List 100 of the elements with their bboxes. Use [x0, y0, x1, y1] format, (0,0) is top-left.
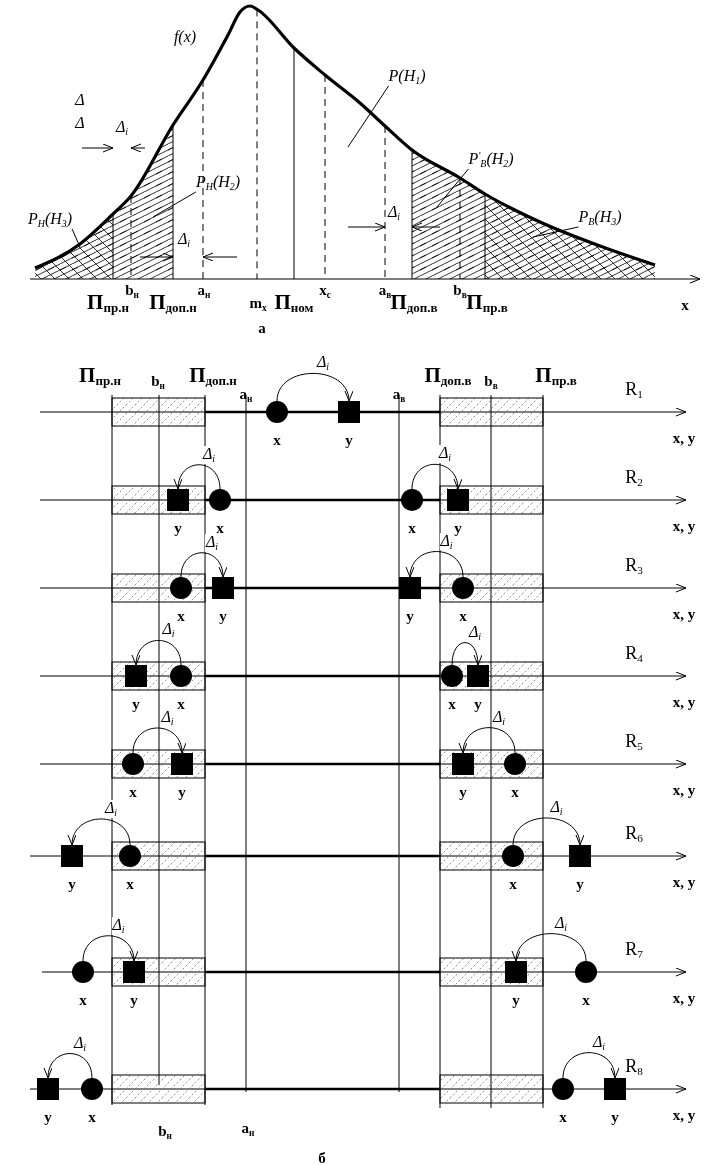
row-label: R$_{5}$	[625, 731, 643, 753]
row-label: R$_{1}$	[625, 379, 643, 401]
square-marker	[447, 489, 469, 511]
edge-label: Δ$_{i}$	[315, 354, 331, 373]
axis-label: П$_{пр.в}$	[466, 291, 508, 315]
point-label: x	[582, 992, 590, 1008]
leader-line	[436, 168, 469, 208]
leader-line	[347, 85, 390, 148]
point-label: x	[216, 520, 224, 536]
probability-label: P$_{В}$(H$_{3}$)	[578, 209, 622, 227]
axis-label: П$_{доп.н}$	[189, 364, 237, 388]
edge-label: Δ$_{i}$	[437, 445, 453, 464]
row-label: R$_{3}$	[625, 555, 643, 577]
arrow	[276, 372, 352, 402]
row-label: R$_{6}$	[625, 823, 643, 845]
curve-label: f(x)	[173, 29, 197, 45]
leader-line	[71, 228, 81, 248]
axis-label: П$_{доп.н}$	[149, 291, 197, 315]
point-label: y	[132, 696, 140, 712]
arrow	[132, 727, 186, 754]
square-marker	[452, 753, 474, 775]
row-label: R$_{7}$	[625, 939, 643, 961]
point-label: y	[406, 608, 414, 624]
axis-label: П$_{доп.в}$	[424, 364, 472, 388]
axis-label: x, y	[672, 874, 696, 890]
square-marker	[467, 665, 489, 687]
circle-marker	[575, 961, 597, 983]
dimension-label: Δ$_{i}$	[387, 204, 401, 222]
point-label: y	[454, 520, 462, 536]
edge-label: Δ$_{i}$	[111, 916, 126, 935]
axis-label: x$_{c}$	[319, 283, 331, 301]
panel-label: а	[258, 320, 266, 336]
point-label: x	[511, 784, 519, 800]
axis-label: b$_{н}$	[158, 1124, 172, 1142]
row-label: R$_{2}$	[625, 467, 643, 489]
square-marker	[212, 577, 234, 599]
edge-label: Δ$_{i}$	[549, 799, 564, 817]
edge-label: Δ$_{i}$	[204, 533, 220, 552]
axis-label: x, y	[672, 430, 696, 446]
axis-label: x, y	[672, 694, 696, 710]
edge-label: Δ$_{i}$	[103, 800, 119, 818]
square-marker	[123, 961, 145, 983]
point-label: x	[273, 432, 281, 448]
edge-label: Δ$_{i}$	[491, 708, 507, 727]
row-label: R$_{4}$	[625, 643, 643, 665]
arrow	[82, 935, 138, 962]
axis-label: x, y	[672, 990, 696, 1006]
point-label: y	[178, 784, 186, 800]
point-label: x	[448, 696, 456, 712]
circle-marker	[552, 1078, 574, 1100]
arrow	[132, 639, 182, 666]
square-marker	[167, 489, 189, 511]
arrow	[459, 727, 516, 754]
point-label: x	[459, 608, 467, 624]
axis-label: П$_{пр.н}$	[79, 364, 121, 388]
edge-label: Δ$_{i}$	[591, 1033, 607, 1052]
axis-label: a$_{н}$	[241, 1121, 255, 1139]
edge-label: Δ$_{i}$	[553, 914, 569, 933]
square-marker	[338, 401, 360, 423]
point-label: y	[611, 1109, 619, 1125]
axis-label: a$_{в}$	[378, 283, 392, 301]
edge-label: Δ$_{i}$	[72, 1034, 88, 1053]
point-label: x	[177, 608, 185, 624]
point-label: y	[576, 876, 584, 892]
leader-line	[532, 226, 579, 238]
point-label: y	[512, 992, 520, 1008]
arrow	[513, 933, 587, 962]
square-marker	[505, 961, 527, 983]
panel-label: б	[318, 1150, 326, 1165]
axis-label: a$_{н}$	[197, 283, 211, 301]
arrow	[512, 817, 583, 846]
arrow	[68, 818, 131, 846]
point-label: y	[345, 432, 353, 448]
axis-label: b$_{н}$	[125, 283, 139, 301]
square-marker	[399, 577, 421, 599]
circle-marker	[72, 961, 94, 983]
edge-label: Δ$_{i}$	[161, 621, 176, 640]
axis-label: b$_{в}$	[484, 374, 498, 392]
point-label: y	[174, 520, 182, 536]
axis-label: x, y	[672, 606, 696, 622]
square-marker	[37, 1078, 59, 1100]
axis-label: П$_{ном}$	[274, 291, 314, 315]
row-label: R$_{8}$	[625, 1056, 643, 1078]
square-marker	[61, 845, 83, 867]
dimension-label: Δ	[75, 92, 85, 108]
axis-label: b$_{н}$	[151, 374, 165, 392]
point-label: y	[474, 696, 482, 712]
axis-label: a$_{н}$	[239, 387, 253, 405]
square-marker	[125, 665, 147, 687]
edge-label: Δ$_{i}$	[439, 532, 454, 551]
leader-line	[152, 191, 197, 218]
circle-marker	[266, 401, 288, 423]
arrow	[411, 463, 462, 490]
arrow	[44, 1053, 93, 1079]
dimension-label: Δ$_{i}$	[115, 119, 129, 137]
circle-marker	[209, 489, 231, 511]
square-marker	[604, 1078, 626, 1100]
probability-label: P(H$_{1}$)	[388, 68, 426, 86]
point-label: x	[509, 876, 517, 892]
arrow	[174, 464, 221, 490]
